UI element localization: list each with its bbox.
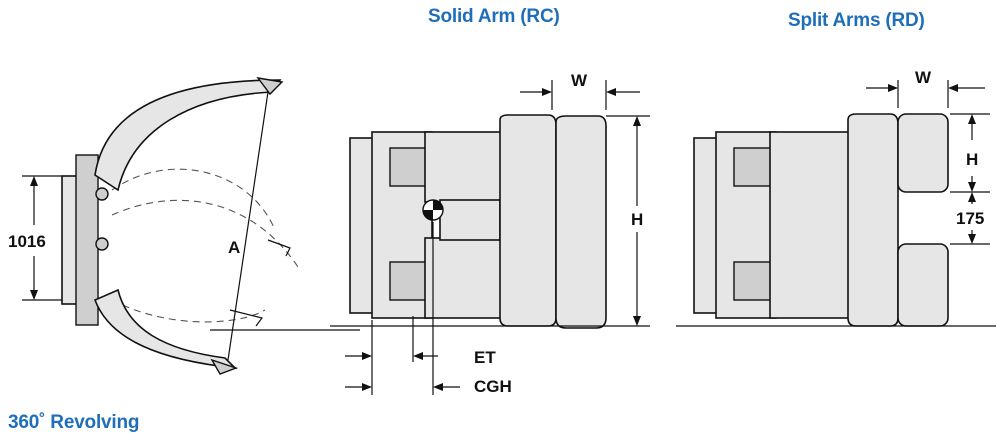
rc-arm-back	[499, 114, 557, 327]
arrow-up	[30, 176, 38, 186]
lower-arm	[93, 288, 238, 370]
rd-cylinder-top	[733, 147, 775, 187]
dim-et-label: ET	[474, 348, 496, 367]
revolving-side-view: 1016 A	[8, 77, 360, 375]
dim-h-rc-label: H	[631, 210, 643, 229]
rc-cylinder-top	[389, 147, 431, 187]
rc-arm-pad	[555, 115, 607, 329]
dim-w-rc-label: W	[571, 71, 588, 90]
split-arms-view: W H 175	[676, 68, 996, 327]
arrow-h-rc-up	[633, 116, 641, 126]
arrow-down	[30, 290, 38, 300]
dim-w-rd-label: W	[915, 68, 932, 87]
solid-arm-heading: Solid Arm (RC)	[428, 6, 560, 27]
dim-cgh-label: CGH	[474, 377, 512, 396]
arrow-w-rc-left	[542, 88, 552, 96]
arrow-cgh-right	[433, 383, 443, 391]
rd-cylinder-bottom	[733, 261, 775, 301]
swing-arc-lower	[111, 299, 266, 323]
rc-mount	[349, 137, 376, 314]
arrow-et-right	[413, 352, 423, 360]
pivot-upper	[95, 187, 109, 201]
solid-arm-view: W H ET CGH	[330, 71, 650, 396]
rd-body	[769, 131, 861, 319]
swing-arc-upper	[111, 168, 276, 231]
dim-175-label: 175	[956, 209, 984, 228]
rd-mount	[693, 137, 720, 314]
upper-arm-tip	[256, 77, 284, 96]
dim-1016-label: 1016	[8, 232, 46, 251]
arrow-cgh-left	[362, 383, 372, 391]
rc-cylinder-bottom	[389, 261, 431, 301]
rd-pad-bottom	[897, 243, 949, 327]
dim-a-label: A	[228, 238, 240, 257]
cg-quadrant-2	[423, 210, 433, 220]
arrow-h-rc-down	[633, 316, 641, 326]
upper-arm	[94, 79, 282, 192]
split-arms-heading: Split Arms (RD)	[788, 10, 925, 31]
rd-arm-back	[847, 113, 899, 327]
dim-h-rd-label: H	[966, 150, 978, 169]
arrow-w-rd-right	[948, 84, 958, 92]
dim-a-line	[227, 91, 269, 361]
pivot-lower	[95, 237, 109, 251]
rc-body-center	[439, 199, 501, 241]
swung-tip-upper	[267, 239, 291, 257]
arrow-h-rd-up	[968, 114, 976, 124]
arrow-175-up	[968, 192, 976, 202]
swung-tip-lower	[229, 309, 264, 327]
arrow-w-rc-right	[606, 88, 616, 96]
arrow-175-down	[968, 234, 976, 244]
swing-arc-mid	[111, 199, 301, 271]
arrow-w-rd-left	[888, 84, 898, 92]
arrow-et-left	[362, 352, 372, 360]
rd-pad-top	[897, 113, 949, 193]
cg-quadrant-1	[433, 200, 443, 210]
revolving-heading: 360˚ Revolving	[8, 412, 140, 433]
lower-arm-tip	[210, 358, 239, 375]
